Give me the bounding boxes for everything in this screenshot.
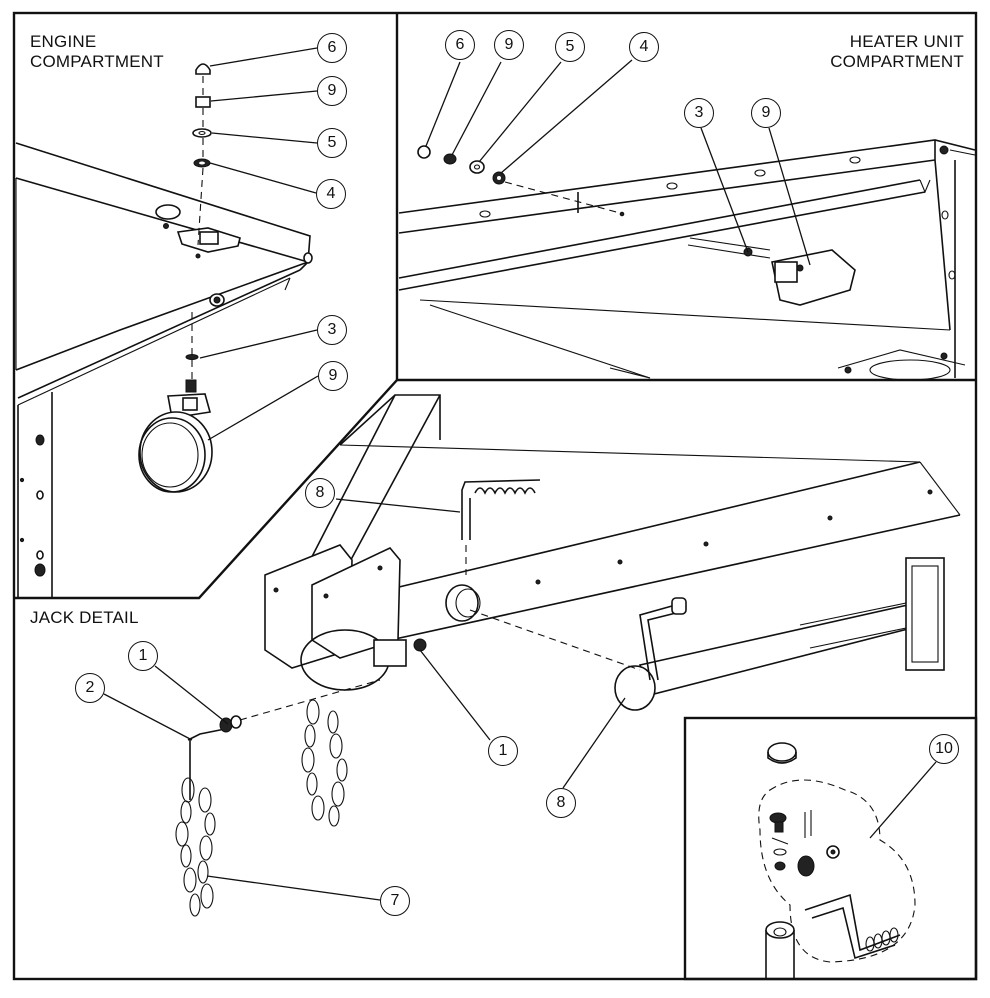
jack-detail-title: JACK DETAIL [30,608,139,627]
callout-heater-5: 5 [555,32,585,62]
callout-jack-8-bottom: 8 [546,788,576,818]
callout-engine-4: 4 [316,179,346,209]
callout-jack-10: 10 [929,734,959,764]
chain-right [301,699,348,827]
callout-engine-6: 6 [317,33,347,63]
callout-jack-1-right: 1 [488,736,518,766]
callout-engine-3: 3 [317,315,347,345]
callout-engine-9b: 9 [318,361,348,391]
engine-compartment-drawing [15,63,313,598]
engine-title-line2: COMPARTMENT [30,52,164,71]
callout-heater-9b: 9 [751,98,781,128]
heater-title-line2: COMPARTMENT [830,52,964,71]
callout-jack-8-top: 8 [305,478,335,508]
callout-jack-7: 7 [380,886,410,916]
leader-lines [103,47,937,901]
callout-engine-9: 9 [317,76,347,106]
jack-detail-drawing [175,394,961,978]
callout-engine-5: 5 [317,128,347,158]
callout-heater-3: 3 [684,98,714,128]
heater-compartment-drawing [398,139,976,381]
chain-left [175,777,216,917]
engine-title-line1: ENGINE [30,32,97,51]
callout-jack-1-left: 1 [128,641,158,671]
callout-heater-4: 4 [629,32,659,62]
heater-title-line1: HEATER UNIT [849,32,964,51]
panel-frames [12,11,978,981]
callout-heater-6: 6 [445,30,475,60]
callout-heater-9: 9 [494,30,524,60]
callout-jack-2: 2 [75,673,105,703]
